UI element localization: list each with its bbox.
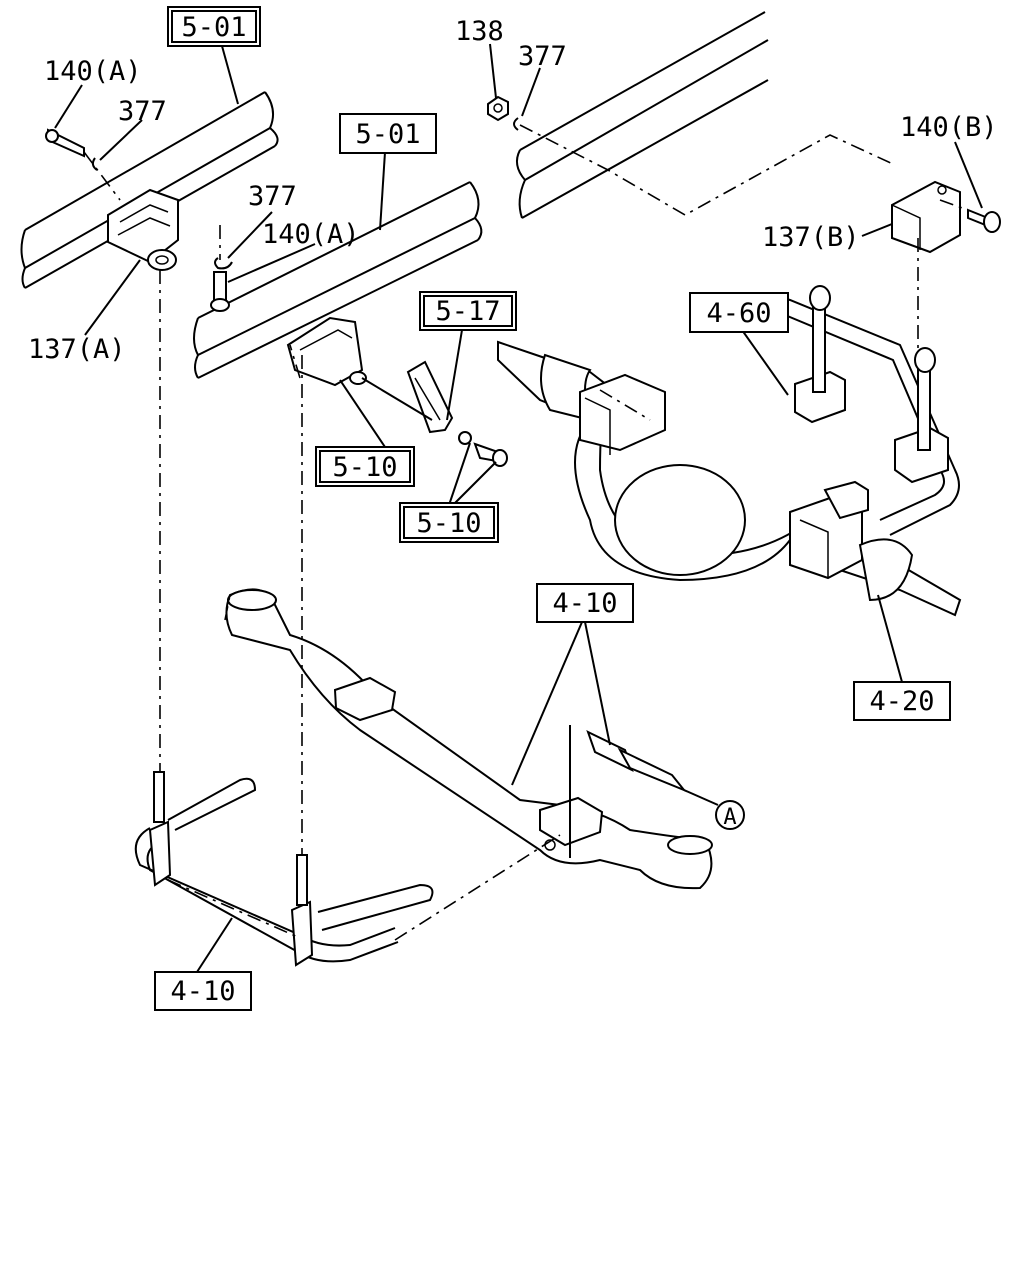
label-5-10-a: 5-10 [315,446,415,487]
bolt-140a-mid-icon [210,271,230,312]
svg-text:5-10: 5-10 [332,452,397,483]
svg-text:5-01: 5-01 [355,119,420,150]
svg-text:4-20: 4-20 [869,686,934,717]
label-377-mid: 377 [248,181,297,212]
label-4-60: 4-60 [689,292,789,333]
svg-text:5-17: 5-17 [435,296,500,327]
leader-lines [54,43,983,973]
label-140a-top: 140(A) [44,56,142,87]
svg-text:4-10: 4-10 [170,976,235,1007]
bolt-5-10 [473,442,508,467]
bracket-137b [891,180,961,254]
label-circle-a: A [715,800,745,830]
label-5-17: 5-17 [419,291,517,331]
svg-text:4-60: 4-60 [706,298,771,329]
frame-rail-top-right [515,11,769,219]
svg-text:5-10: 5-10 [416,508,481,539]
label-5-01-center: 5-01 [339,113,437,154]
label-140b: 140(B) [900,112,998,143]
label-4-20: 4-20 [853,681,951,721]
label-5-01-top: 5-01 [167,6,261,47]
stabilizer-link-rear-right [914,347,936,451]
label-377-right: 377 [518,41,567,72]
alignment-lines [83,124,969,941]
shackle-5-17 [361,360,472,445]
label-138: 138 [455,16,504,47]
svg-text:A: A [723,805,736,830]
rear-axle-housing [497,340,962,617]
nut-138-icon [487,95,509,122]
svg-text:5-01: 5-01 [181,12,246,43]
bracket-center [286,316,367,387]
label-140a-mid: 140(A) [262,219,360,250]
label-4-10-center: 4-10 [536,583,634,623]
kingpin [569,725,719,858]
stabilizer-link-rear-left [809,285,831,393]
front-axle-beam [225,588,713,890]
frame-rail-center [193,181,483,379]
label-137b: 137(B) [762,222,860,253]
label-377-top: 377 [118,96,167,127]
label-4-10-bottom: 4-10 [154,971,252,1011]
svg-text:4-10: 4-10 [552,588,617,619]
stabilizer-bar-front [134,771,434,967]
washer-377-mid-icon [214,257,233,270]
label-5-10-b: 5-10 [399,502,499,543]
bracket-137a-top [107,188,179,271]
label-137a: 137(A) [28,334,126,365]
bolt-140a-top-icon [45,128,85,158]
washer-377-right-icon [513,117,519,131]
bolt-140b-icon [967,208,1001,233]
